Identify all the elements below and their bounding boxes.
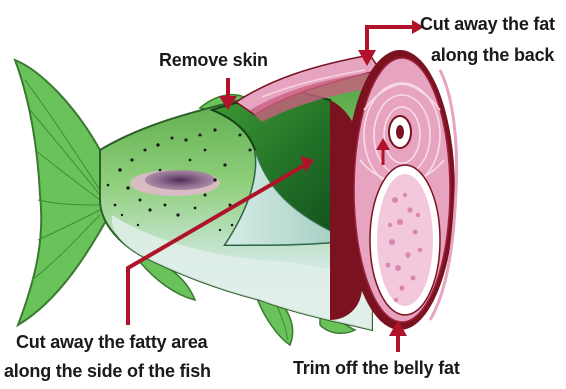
cross-section	[345, 50, 457, 330]
back-fat-label-line1: Cut away the fat	[420, 13, 555, 35]
side-fat-label-line2: along the side of the fish	[4, 360, 211, 382]
tail-fin	[15, 60, 112, 325]
side-fat-label-line1: Cut away the fatty area	[16, 331, 207, 353]
lateral-spot	[130, 170, 220, 196]
remove-skin-label: Remove skin	[159, 49, 268, 71]
belly-fat-label: Trim off the belly fat	[293, 357, 460, 379]
back-fat-label-line2: along the back	[431, 44, 554, 66]
